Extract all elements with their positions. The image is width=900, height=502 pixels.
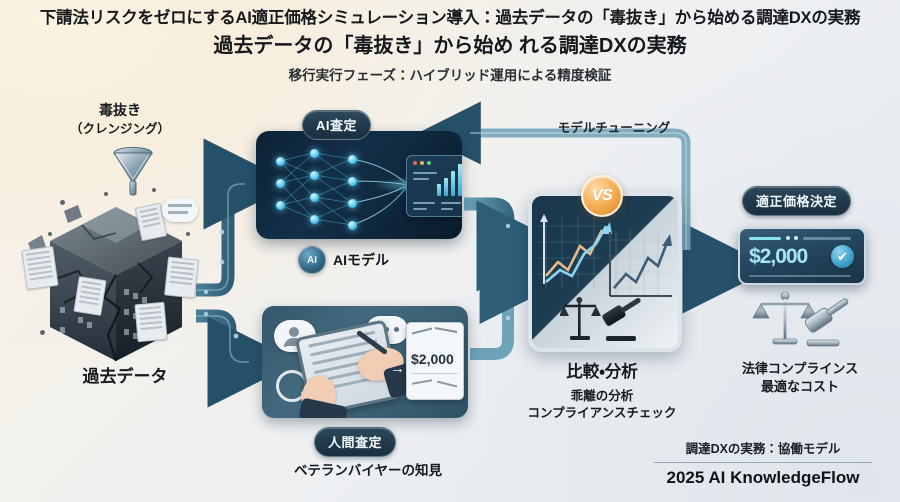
page-subtitle: 移行実行フェーズ：ハイブリッド運用による精度検証 xyxy=(288,67,612,83)
neural-node xyxy=(276,179,285,188)
footer-tagline: 調達DXの実務：協働モデル xyxy=(685,442,841,456)
price-box-baseline xyxy=(749,275,851,277)
legacy-data-label: 過去データ xyxy=(82,367,168,386)
neural-node xyxy=(348,177,357,186)
funnel-icon xyxy=(113,147,153,196)
price-box-track xyxy=(803,237,851,240)
comparison-sub2: コンプライアンスチェック xyxy=(527,406,677,420)
decision-caption-line1: 法律コンプラインス xyxy=(741,361,859,376)
neural-node xyxy=(276,157,285,166)
comparison-sub1: 乖離の分析 xyxy=(570,389,634,403)
vs-badge: VS xyxy=(581,175,623,217)
human-assessment-panel: $2,000 → xyxy=(262,306,468,418)
debris-speck xyxy=(104,192,108,196)
price-box-progress xyxy=(749,237,781,240)
document-scrap xyxy=(164,256,199,299)
price-box-dot xyxy=(794,236,798,240)
document-scrap xyxy=(134,301,168,343)
ai-assessment-pill: AI査定 xyxy=(302,110,372,140)
neural-node xyxy=(348,155,357,164)
neural-node xyxy=(348,221,357,230)
neural-node xyxy=(276,201,285,210)
price-decision-pill: 適正価格決定 xyxy=(742,186,852,216)
neural-node xyxy=(310,215,319,224)
neural-node xyxy=(310,193,319,202)
decision-caption-line2: 最適なコスト xyxy=(760,379,839,394)
page-title-line1: 下請法リスクをゼロにするAI適正価格シミュレーション導入：過去データの「毒抜き」… xyxy=(39,9,861,27)
human-price-value: $2,000 xyxy=(411,351,454,367)
heading-block: 下請法リスクをゼロにするAI適正価格シミュレーション導入：過去データの「毒抜き」… xyxy=(0,8,900,84)
debris-speck xyxy=(152,188,156,192)
document-scrap xyxy=(21,245,59,291)
footer-divider xyxy=(654,462,872,463)
inline-arrow-icon: → xyxy=(390,360,405,377)
justice-scales-gavel-icon xyxy=(752,291,849,347)
debris-speck xyxy=(60,200,65,205)
page-title-line2: 過去データの「毒抜き」から始め れる調達DXの実務 xyxy=(213,34,687,57)
model-tuning-label: モデルチューニング xyxy=(557,121,671,135)
debris-speck xyxy=(48,232,52,236)
ai-model-badge: AI AIモデル xyxy=(298,246,389,274)
comparison-title: 比較・分析 xyxy=(566,363,638,381)
debris-speck xyxy=(40,330,45,335)
cleansing-title: 毒抜き xyxy=(99,102,141,118)
ai-dashboard-card xyxy=(406,155,462,217)
footer-brand: 2025 AI KnowledgeFlow xyxy=(666,468,860,487)
debris-speck xyxy=(186,232,190,236)
neural-node xyxy=(348,199,357,208)
final-price-box: $2,000 ✔ xyxy=(738,227,866,285)
ai-chip-icon: AI xyxy=(298,246,326,274)
chat-bubble-icon xyxy=(162,198,198,222)
check-icon: ✔ xyxy=(831,245,854,268)
footer-block: 調達DXの実務：協働モデル 2025 AI KnowledgeFlow xyxy=(648,438,878,488)
final-price-value: $2,000 xyxy=(749,245,808,268)
ai-assessment-panel xyxy=(256,131,462,239)
justice-overlay-icon xyxy=(560,297,641,341)
cleansing-subtitle: （クレンジング） xyxy=(69,122,170,136)
price-box-dot xyxy=(786,236,790,240)
ai-model-label: AIモデル xyxy=(333,252,389,268)
human-assessment-caption: ベテランバイヤーの知見 xyxy=(293,463,443,478)
neural-node xyxy=(310,171,319,180)
neural-node xyxy=(310,149,319,158)
human-price-card: $2,000 xyxy=(406,322,464,400)
document-scrap xyxy=(73,276,107,316)
human-assessment-pill: 人間査定 xyxy=(314,427,397,457)
